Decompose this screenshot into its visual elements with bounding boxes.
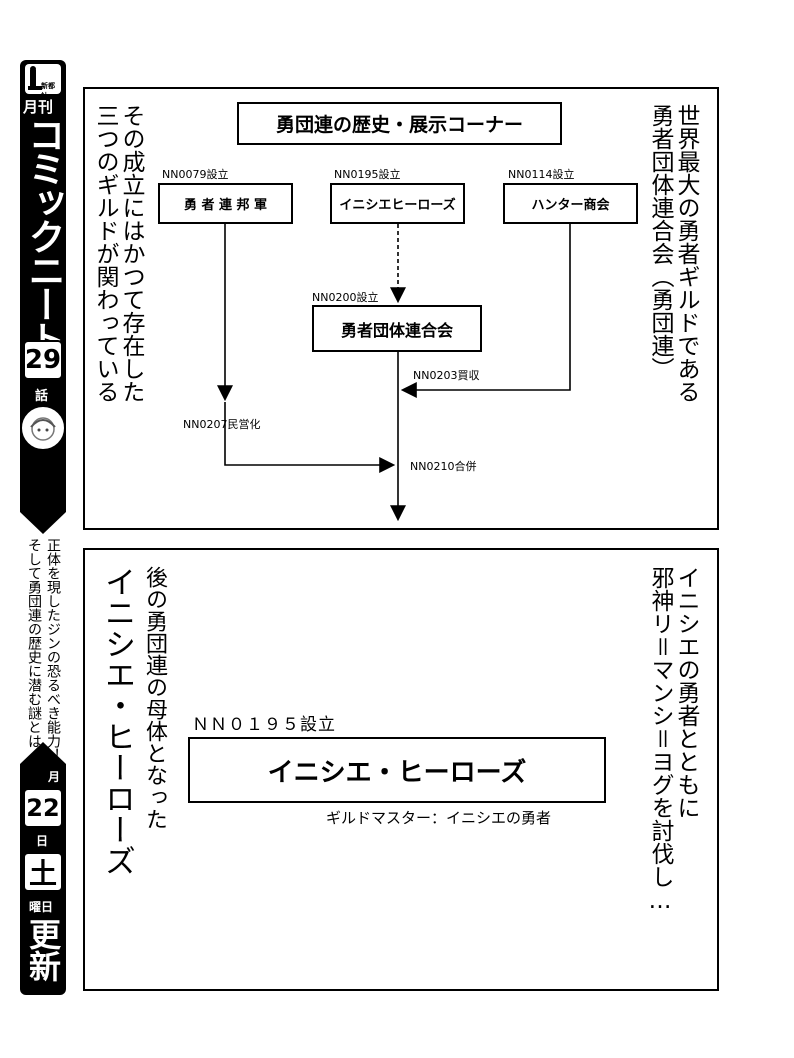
day-number: 22 [23, 788, 63, 828]
statue-icon [28, 66, 42, 90]
founded-label: ＮＮ０１９５設立 [192, 715, 336, 735]
weekday-suffix: 曜日 [29, 900, 54, 914]
acquisition-label: NN0203買収 [413, 369, 480, 382]
panel2-narration-right-1: イニシエの勇者とともに [673, 566, 699, 819]
issue-number: 29 [23, 340, 63, 380]
node-yuusha-dantai: 勇者団体連合会 [312, 305, 482, 352]
issue-suffix: 話 [35, 389, 49, 404]
exhibit-title: 勇団連の歴史・展示コーナー [237, 102, 562, 145]
publisher-name: 新都社 [41, 82, 55, 100]
weekday: 土 [23, 852, 63, 892]
node-inishie-heroes: イニシエヒーローズ [330, 183, 465, 224]
edge-hunter-acquire [400, 224, 571, 398]
edge-privatize-merge [224, 402, 396, 473]
inishie-event: NN0195設立 [334, 168, 401, 181]
panel1-narration-right-2: 勇者団体連合会（勇団連） [647, 104, 673, 380]
inishie-heroes-box: イニシエ・ヒーローズ [188, 737, 606, 803]
node-hunter-shoukai: ハンター商会 [503, 183, 638, 224]
magazine-title: コミックニート [22, 116, 65, 354]
panel1-narration-right-1: 世界最大の勇者ギルドである [673, 104, 699, 403]
character-avatar [20, 405, 66, 451]
renpougun-event: NN0079設立 [162, 168, 229, 181]
side-banner: 新都社 月刊 コミックニート 29 話 正体を現したジンの恐るべき能力！ そして… [20, 60, 66, 995]
panel2-narration-left-1: 後の勇団連の母体となった [142, 566, 167, 830]
monthly-label: 月刊 [23, 98, 54, 116]
panel1-narration-left-2: 三つのギルドが関わっている [92, 104, 118, 403]
teaser-line-1: 正体を現したジンの恐るべき能力！ [45, 538, 61, 762]
hunter-event: NN0114設立 [508, 168, 575, 181]
panel2-narration-right-2: 邪神リ＝マンシ＝ヨグを討伐し… [647, 566, 673, 914]
merger-label: NN0210合併 [410, 460, 477, 473]
publisher-logo: 新都社 [25, 64, 61, 100]
node-yuusha-renpougun: 勇 者 連 邦 軍 [158, 183, 293, 224]
guildmaster-label: ギルドマスター：イニシエの勇者 [326, 809, 552, 827]
dantai-event: NN0200設立 [312, 291, 379, 304]
update-label: 更新 [24, 918, 62, 982]
month-label: 月 [48, 770, 61, 784]
teaser-line-2: そして勇団連の歴史に潜む謎とは？ [26, 538, 42, 762]
day-label: 日 [36, 834, 49, 848]
panel2-narration-left-2: イニシエ・ヒーローズ [99, 566, 135, 876]
panel1-narration-left-1: その成立にはかつて存在した [118, 104, 144, 403]
privatization-label: NN0207民営化 [183, 418, 261, 431]
